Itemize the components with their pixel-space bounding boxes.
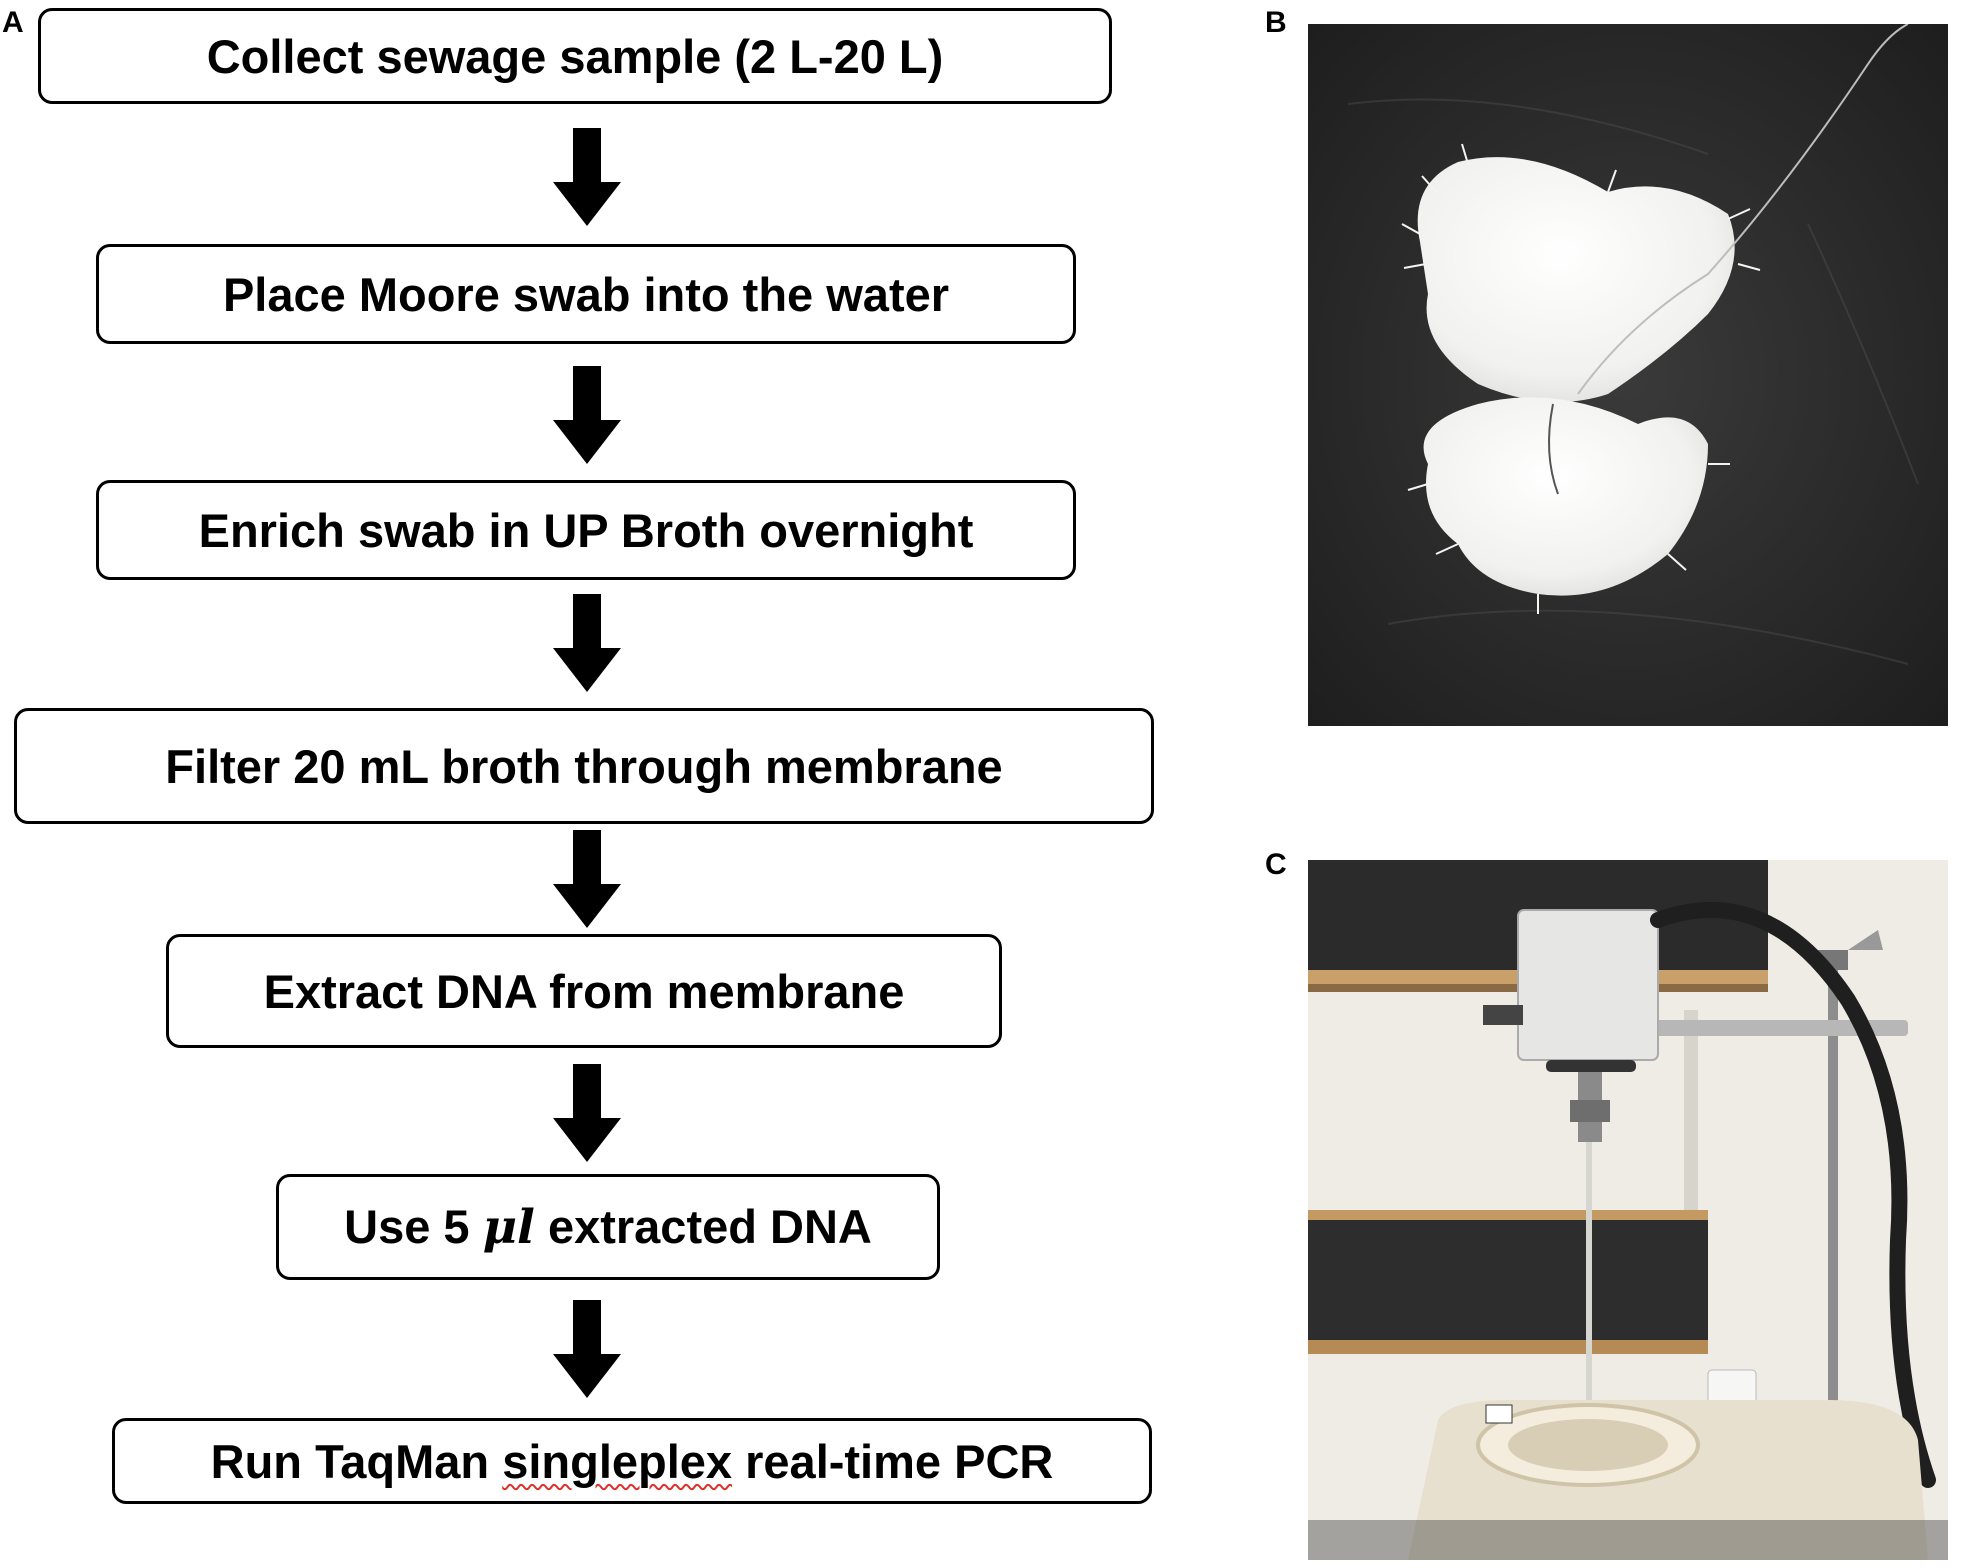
panel-label-b: B: [1265, 6, 1287, 39]
step-place-swab: Place Moore swab into the water: [96, 244, 1076, 344]
down-arrow-icon: [553, 830, 621, 928]
panel-label-a: A: [2, 6, 24, 39]
step-label: Enrich swab in UP Broth overnight: [198, 503, 974, 557]
step-label: Place Moore swab into the water: [222, 267, 950, 321]
step-run-pcr: Run TaqMan singleplex real-time PCR: [112, 1418, 1152, 1504]
down-arrow-icon: [553, 1300, 621, 1398]
down-arrow-icon: [553, 128, 621, 226]
spellcheck-underlined-word: singleplex: [502, 1434, 733, 1488]
down-arrow-icon: [553, 1064, 621, 1162]
step-label: Extract DNA from membrane: [263, 964, 905, 1018]
step-label: Filter 20 mL broth through membrane: [165, 739, 1003, 793]
step-label: Run TaqMan singleplex real-time PCR: [210, 1434, 1054, 1488]
sampling-apparatus-photo: [1308, 860, 1948, 1560]
down-arrow-icon: [553, 594, 621, 692]
down-arrow-icon: [553, 366, 621, 464]
mu-symbol: μl: [482, 1200, 535, 1255]
step-label: Use 5 μl extracted DNA: [344, 1200, 872, 1255]
moore-swab-photo: [1308, 24, 1948, 726]
step-collect-sample: Collect sewage sample (2 L-20 L): [38, 8, 1112, 104]
step-label: Collect sewage sample (2 L-20 L): [206, 29, 944, 83]
step-filter-broth: Filter 20 mL broth through membrane: [14, 708, 1154, 824]
step-enrich-swab: Enrich swab in UP Broth overnight: [96, 480, 1076, 580]
step-extract-dna: Extract DNA from membrane: [166, 934, 1002, 1048]
step-use-dna: Use 5 μl extracted DNA: [276, 1174, 940, 1280]
panel-label-c: C: [1265, 848, 1287, 881]
